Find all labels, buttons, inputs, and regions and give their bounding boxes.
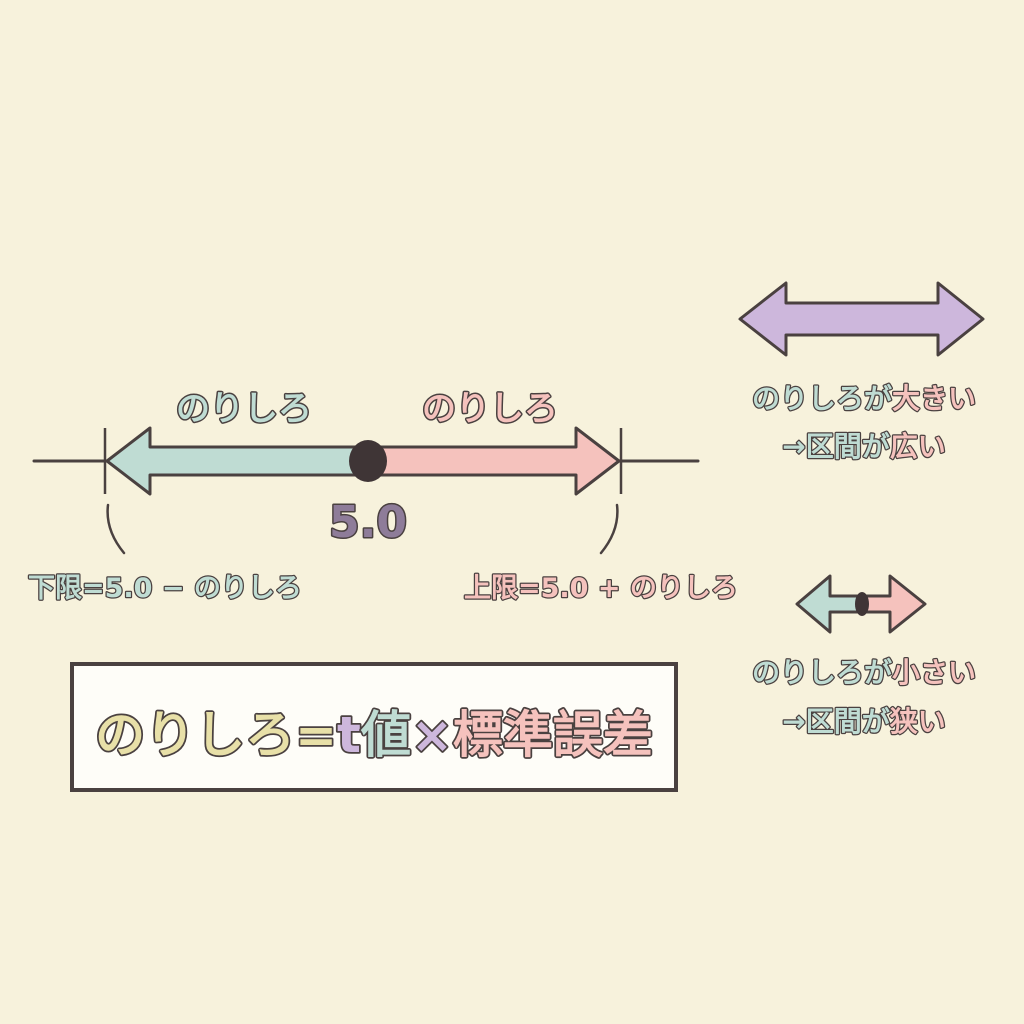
right-margin-label: のりしろ: [422, 389, 558, 429]
lower-bound-expression: 5.0 − のりしろ: [105, 573, 302, 604]
large-margin-line1: のりしろが大きい: [752, 382, 976, 415]
formula-times: ×: [411, 706, 453, 764]
lower-bound-term: 下限: [28, 573, 82, 604]
formula-t: t: [337, 706, 361, 764]
upper-bound-equals: =: [518, 573, 541, 604]
small-margin-line2: →区間が狭い: [782, 705, 945, 738]
formula-equals: =: [295, 706, 337, 764]
number-line: のりしろ のりしろ 5.0 下限=5.0 − のりしろ 上限=5.0 + のりし…: [27, 388, 739, 606]
formula-value-word: 値: [360, 706, 411, 764]
upper-bound-formula: 上限=5.0 + のりしろ: [464, 573, 738, 604]
formula-box-frame: [70, 662, 678, 792]
left-margin-label: のりしろ: [176, 389, 312, 429]
narrow-interval-highlight: 狭い: [889, 705, 946, 738]
wide-interval-highlight: 広い: [890, 430, 946, 463]
point-estimate-dot: [349, 440, 387, 482]
small-margin-prefix: のりしろが: [752, 656, 892, 689]
large-margin-line2: →区間が広い: [782, 430, 945, 463]
wide-double-arrow: [738, 281, 985, 357]
upper-bound-term: 上限: [464, 573, 518, 604]
wide-interval-prefix: →区間が: [782, 430, 889, 463]
left-margin-arrow: [105, 426, 374, 496]
large-margin-example: のりしろが大きい →区間が広い: [738, 281, 985, 464]
lower-bracket: [106, 503, 126, 555]
large-margin-prefix: のりしろが: [752, 382, 892, 415]
upper-bound-expression: 5.0 + のりしろ: [541, 573, 738, 604]
center-value: 5.0: [329, 497, 407, 548]
small-margin-highlight: 小さい: [892, 656, 976, 689]
formula-text: のりしろ=t値×標準誤差: [95, 706, 653, 764]
formula-box: のりしろ=t値×標準誤差: [70, 662, 678, 792]
right-margin-arrow: [366, 426, 621, 496]
narrow-center-dot: [855, 592, 869, 616]
narrow-left-arrow: [795, 574, 863, 634]
small-margin-line1: のりしろが小さい: [752, 656, 976, 689]
formula-lhs: のりしろ: [95, 706, 295, 764]
lower-bound-formula: 下限=5.0 − のりしろ: [28, 573, 302, 604]
narrow-interval-prefix: →区間が: [782, 705, 889, 738]
upper-bracket: [599, 503, 619, 555]
formula-rhs: 標準誤差: [453, 706, 653, 764]
narrow-right-arrow: [859, 574, 927, 634]
small-margin-example: のりしろが小さい →区間が狭い: [751, 574, 977, 739]
lower-bound-equals: =: [82, 573, 105, 604]
large-margin-highlight: 大きい: [892, 382, 976, 415]
